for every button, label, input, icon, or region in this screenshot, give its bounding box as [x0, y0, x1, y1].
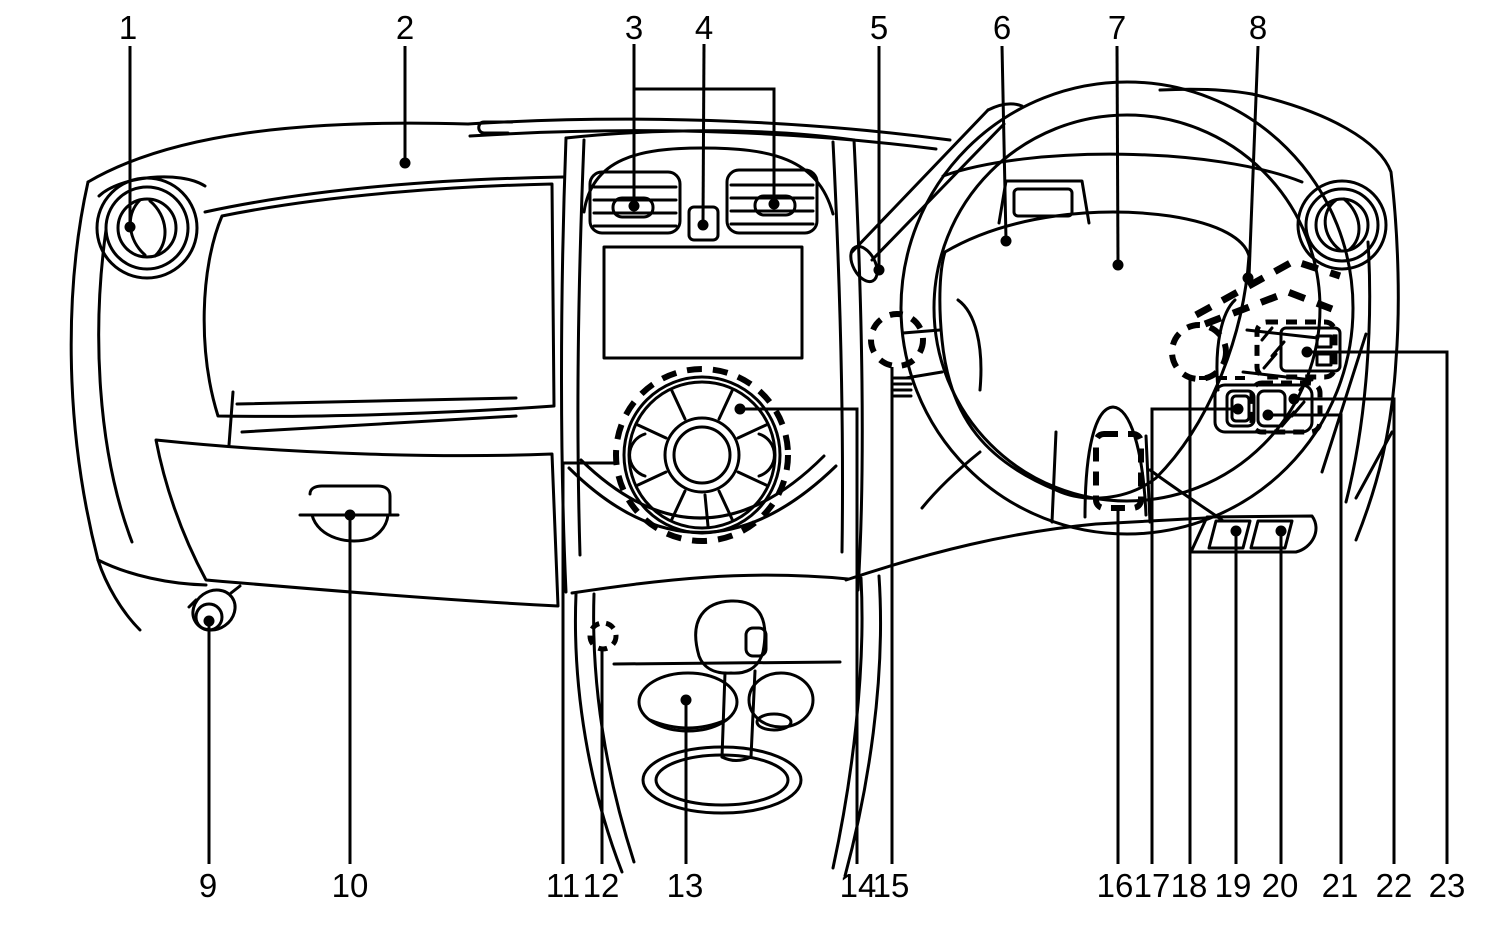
callout-label-5: 5 — [869, 9, 889, 46]
callout-label-21: 21 — [1321, 867, 1359, 904]
callout-leader-lines — [124, 43, 1449, 864]
lower-dash — [844, 514, 1318, 582]
callout-label-15: 15 — [872, 867, 910, 904]
callout-label-3: 3 — [624, 9, 644, 46]
callout-label-23: 23 — [1428, 867, 1466, 904]
steering-wheel — [868, 80, 1355, 536]
callout-label-16: 16 — [1096, 867, 1134, 904]
callout-label-6: 6 — [992, 9, 1012, 46]
callout-label-1: 1 — [118, 9, 138, 46]
callout-label-14: 14 — [839, 867, 877, 904]
callout-label-12: 12 — [582, 867, 620, 904]
callout-label-18: 18 — [1170, 867, 1208, 904]
driver-side-vent — [95, 175, 207, 280]
column-lower-target — [1093, 431, 1144, 511]
instrument-cluster — [997, 179, 1091, 225]
callout-label-2: 2 — [395, 9, 415, 46]
console-blank-target — [587, 620, 619, 652]
center-stack — [560, 129, 864, 595]
audio-switch-target — [868, 311, 926, 369]
callout-label-9: 9 — [198, 867, 218, 904]
headlight-leveling-knob — [187, 584, 242, 632]
callout-label-22: 22 — [1375, 867, 1413, 904]
gear-selector — [694, 599, 768, 762]
dash-switch-cluster — [1199, 319, 1342, 435]
callout-label-7: 7 — [1107, 9, 1127, 46]
callout-label-4: 4 — [694, 9, 714, 46]
callout-label-17: 17 — [1133, 867, 1171, 904]
dash-right-side — [1158, 87, 1400, 542]
callout-label-20: 20 — [1261, 867, 1299, 904]
callout-label-8: 8 — [1248, 9, 1268, 46]
column-stalks-hidden — [1194, 257, 1342, 328]
glove-box — [154, 390, 560, 632]
leader-dots — [124, 157, 1313, 706]
display-screen — [602, 245, 804, 360]
ignition-switch-target — [1169, 322, 1229, 382]
callout-label-19: 19 — [1214, 867, 1252, 904]
a-pillar — [849, 102, 1024, 284]
passenger-side-vent — [1296, 179, 1388, 271]
callout-label-13: 13 — [666, 867, 704, 904]
center-console — [573, 574, 883, 878]
climate-control-dial — [613, 366, 791, 544]
callout-label-11: 11 — [545, 867, 581, 904]
callout-label-10: 10 — [331, 867, 369, 904]
